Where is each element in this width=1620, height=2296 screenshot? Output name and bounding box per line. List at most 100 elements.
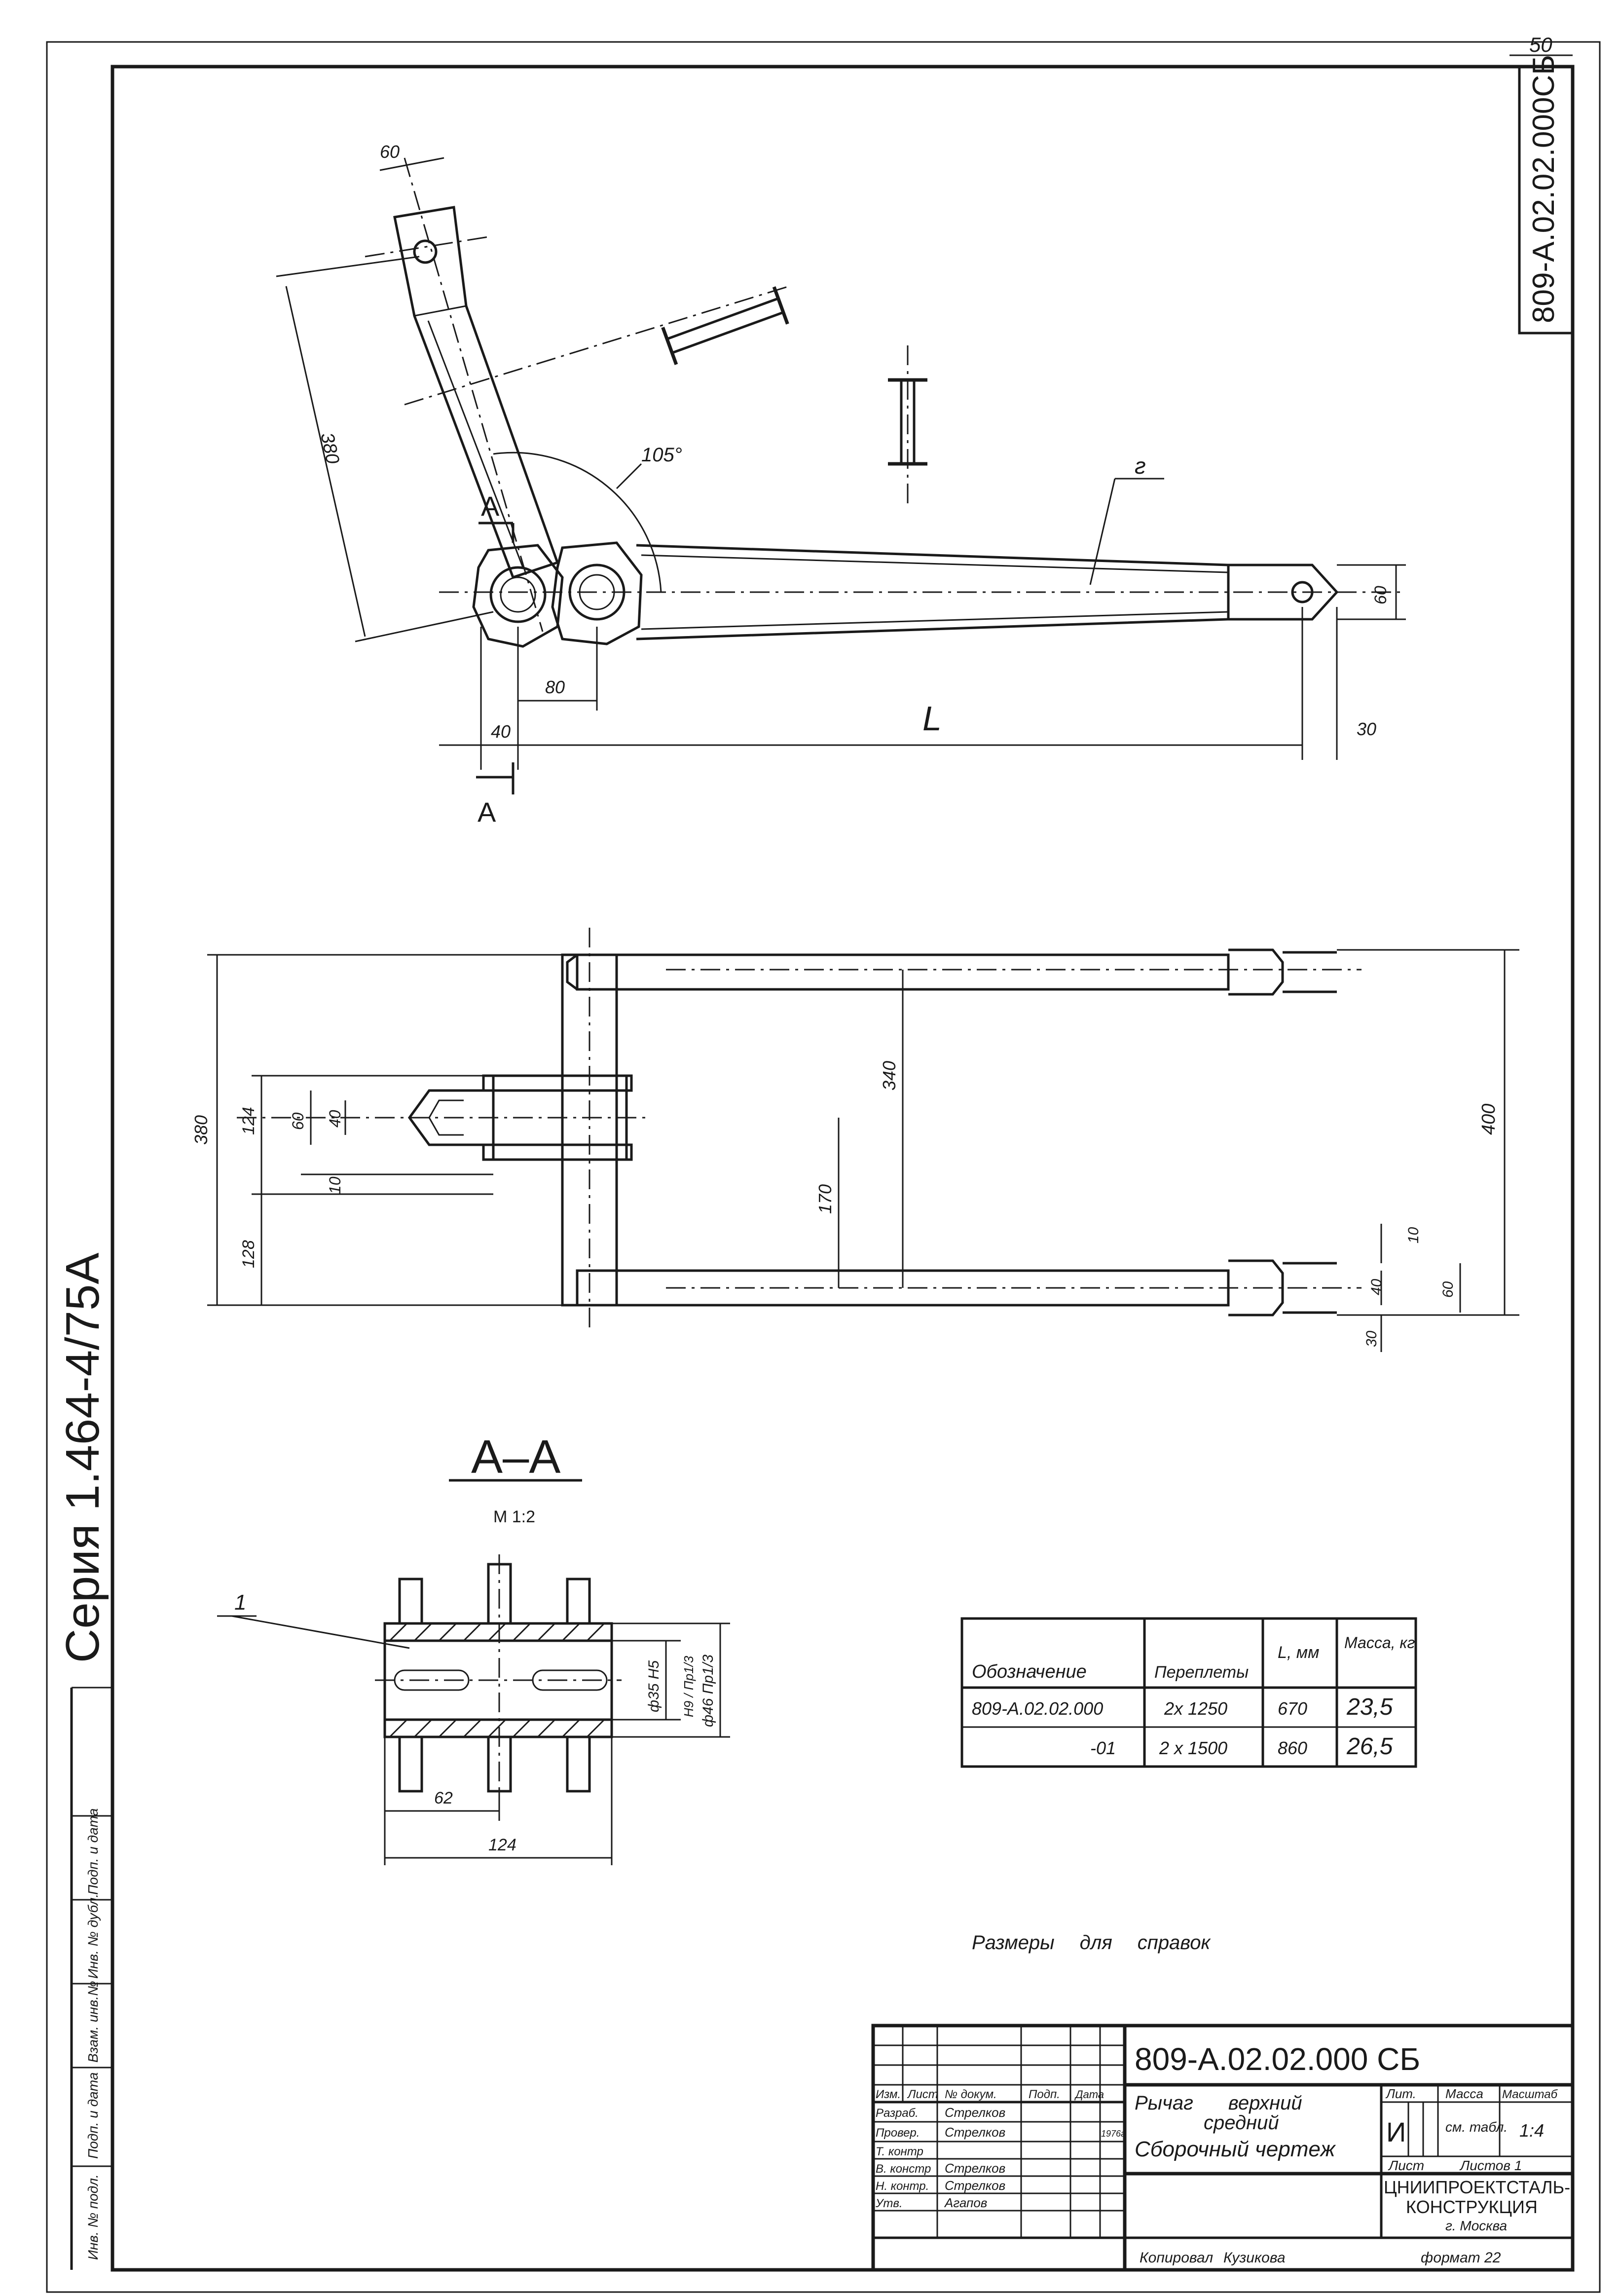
table-cell: 23,5 (1346, 1694, 1393, 1720)
section-a-top: А (481, 490, 500, 522)
tb-name-3: Сборочный чертеж (1135, 2137, 1336, 2161)
upper-hole (413, 239, 438, 264)
table-cell: 670 (1278, 1698, 1307, 1719)
table-header: Переплеты (1154, 1663, 1249, 1682)
angle-leader (616, 463, 642, 489)
tb-col-header: Подп. (1029, 2088, 1060, 2101)
dim-62: 62 (434, 1789, 453, 1807)
dim-10-right: 10 (1405, 1227, 1422, 1243)
tb-sheets-label: Листов 1 (1459, 2158, 1522, 2173)
bottom-bar-fork (1228, 1259, 1284, 1317)
tb-org-2: КОНСТРУКЦИЯ (1406, 2197, 1538, 2217)
table-header: Обозначение (972, 1661, 1087, 1682)
dim-340: 340 (879, 1061, 899, 1091)
plan-view: 380 124 128 60 40 10 340 170 400 10 40 6… (191, 928, 1519, 1352)
section-scale: М 1:2 (493, 1507, 535, 1526)
dim-124-sec: 124 (488, 1836, 516, 1854)
dim-124-plan: 124 (239, 1107, 258, 1135)
upper-arm (393, 206, 559, 579)
sheet-number: 50 (1529, 33, 1552, 56)
flange-right-top (566, 1578, 591, 1625)
tb-name-1: Рычаг верхний (1135, 2092, 1302, 2114)
table-header: L, мм (1278, 1643, 1319, 1662)
dim-40-right: 40 (1368, 1279, 1385, 1295)
table-cell: 809-А.02.02.000 (972, 1698, 1103, 1719)
section-aa: А–А М 1:2 (217, 1430, 730, 1865)
tb-date: 1976г (1101, 2129, 1125, 2139)
leader-g-label: г (1135, 453, 1146, 479)
side-stamp-label: Инв. № подл. (85, 2174, 101, 2260)
dim-40: 40 (491, 721, 511, 742)
dim-30-right-plan: 30 (1363, 1330, 1380, 1347)
upper-arm-inner (414, 305, 467, 317)
tb-role: Утв. (875, 2197, 903, 2210)
format-label: формат 22 (1421, 2250, 1501, 2266)
tb-org-1: ЦНИИПРОЕКТСТАЛЬ- (1384, 2177, 1570, 2197)
leader-g (1089, 478, 1116, 585)
dim-line (379, 157, 444, 171)
tb-name-2: средний (1204, 2112, 1279, 2134)
arm-end (1227, 564, 1339, 621)
dim-60-right: 60 (1371, 586, 1390, 604)
slot (532, 1669, 608, 1691)
tb-scale-value: 1:4 (1519, 2120, 1544, 2141)
leader-1-label: 1 (234, 1590, 246, 1615)
dim-60-top: 60 (380, 142, 400, 162)
tb-org-3: г. Москва (1445, 2218, 1507, 2233)
tb-code: 809-А.02.02.000 СБ (1135, 2041, 1420, 2077)
inner-frame (110, 65, 1575, 2272)
left-hub-inner (500, 576, 536, 613)
angle-arc (493, 452, 662, 593)
spec-table: Обозначение Переплеты L, мм Масса, кг 80… (960, 1617, 1417, 1768)
dim-380-main: 380 (316, 431, 343, 466)
side-stamp-label: Взам. инв.№ (85, 1981, 101, 2063)
table-cell: 2х 1250 (1164, 1698, 1227, 1719)
cross-axis-2 (404, 285, 790, 406)
tb-name: Стрелков (945, 2125, 1005, 2140)
dim-30-main: 30 (1357, 719, 1376, 739)
top-right-code: 809-А.02.02.000СБ (1527, 55, 1561, 323)
ibeam-icon-tilted (661, 286, 789, 365)
dim-40-plan: 40 (326, 1110, 344, 1128)
top-bar-end-left (566, 954, 578, 990)
section-title: А–А (471, 1430, 560, 1483)
dim-60-right-plan: 60 (1440, 1281, 1456, 1298)
series-label: Серия 1.464-4/75А (56, 1253, 109, 1663)
upper-arm-axis (404, 157, 544, 632)
top-bar-fork (1228, 948, 1284, 996)
tb-scale-label: Масштаб (1502, 2088, 1558, 2101)
left-hub-bore (489, 566, 547, 623)
flange-right-bottom (566, 1735, 591, 1793)
dim-400: 400 (1478, 1104, 1499, 1135)
dim-60-plan: 60 (289, 1112, 307, 1130)
table-header: Масса, кг (1344, 1634, 1415, 1652)
dim-phi46: ф46 Пр1/3 (700, 1655, 716, 1727)
horizontal-arm-inner (641, 611, 1229, 630)
copier-name: Кузикова (1223, 2250, 1286, 2266)
dim-10-plan: 10 (326, 1176, 344, 1194)
dim-80: 80 (545, 677, 565, 697)
dim-L: L (922, 699, 942, 738)
dim-phi35: ф35 Н5 (646, 1660, 662, 1712)
angle-label: 105° (641, 444, 682, 466)
dim-fit: Н9 / Пр1/3 (681, 1656, 696, 1717)
tb-role: В. констр (876, 2162, 931, 2176)
tb-name: Агапов (944, 2195, 987, 2210)
dim-128: 128 (239, 1240, 258, 1268)
table-cell: -01 (1090, 1738, 1116, 1758)
cross-axis (365, 236, 489, 258)
tb-role: Провер. (876, 2126, 920, 2140)
tb-name: Стрелков (945, 2161, 1005, 2176)
slot (394, 1669, 470, 1691)
tb-col-header: Дата (1074, 2088, 1104, 2101)
hub-plate (482, 1143, 633, 1161)
copied-label: Копировал (1140, 2250, 1213, 2266)
side-stamp-label: Инв. № дубл. (85, 1894, 101, 1979)
tb-col-header: № докум. (945, 2088, 997, 2101)
code-box (1518, 65, 1574, 335)
title-block: Изм. Лист № докум. Подп. Дата Разраб. Пр… (871, 2024, 1575, 2272)
upper-arm-inner (427, 320, 524, 568)
flange-left-bottom (398, 1735, 423, 1793)
table-cell: 2 х 1500 (1159, 1738, 1227, 1758)
